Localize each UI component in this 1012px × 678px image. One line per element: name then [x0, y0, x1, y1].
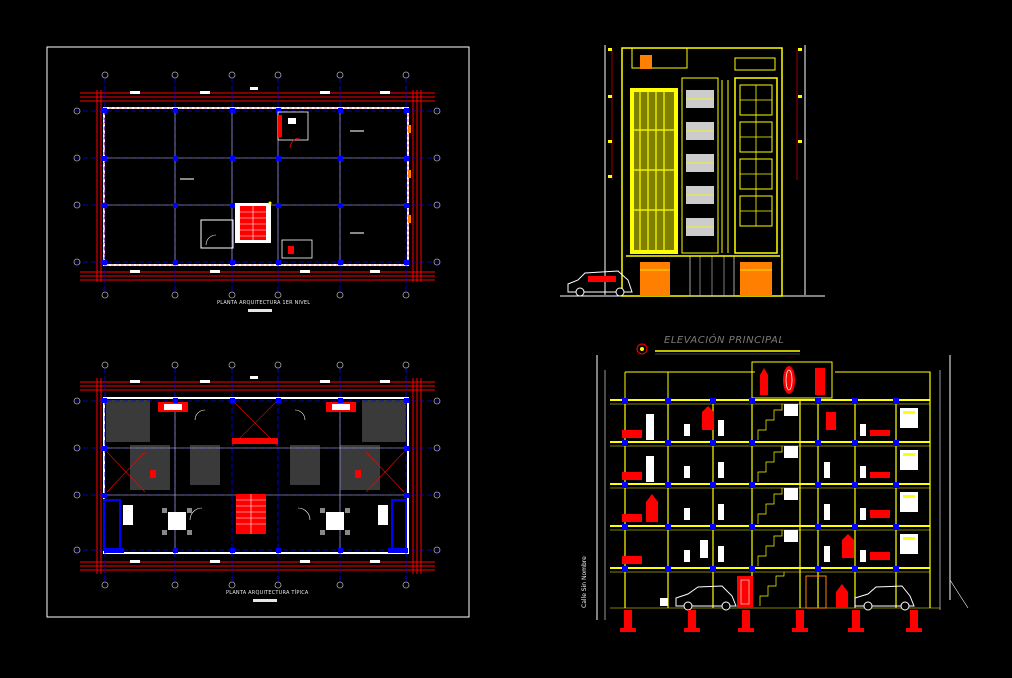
typical-floor-plan	[73, 361, 441, 589]
plans-sheet-frame	[46, 46, 470, 618]
street-label: Calle Sin Nombre	[581, 556, 588, 608]
first-floor-plan	[73, 71, 441, 299]
section-elevation	[596, 343, 969, 632]
typical-scale-bar	[253, 599, 277, 602]
front-elevation	[560, 45, 825, 297]
elevation-title: ELEVACIÓN PRINCIPAL	[664, 335, 785, 346]
first-floor-scale-bar	[248, 309, 272, 312]
typical-plan-title: PLANTA ARQUITECTURA TÍPICA	[226, 590, 309, 596]
first-floor-plan-title: PLANTA ARQUITECTURA 1ER NIVEL	[217, 300, 311, 306]
